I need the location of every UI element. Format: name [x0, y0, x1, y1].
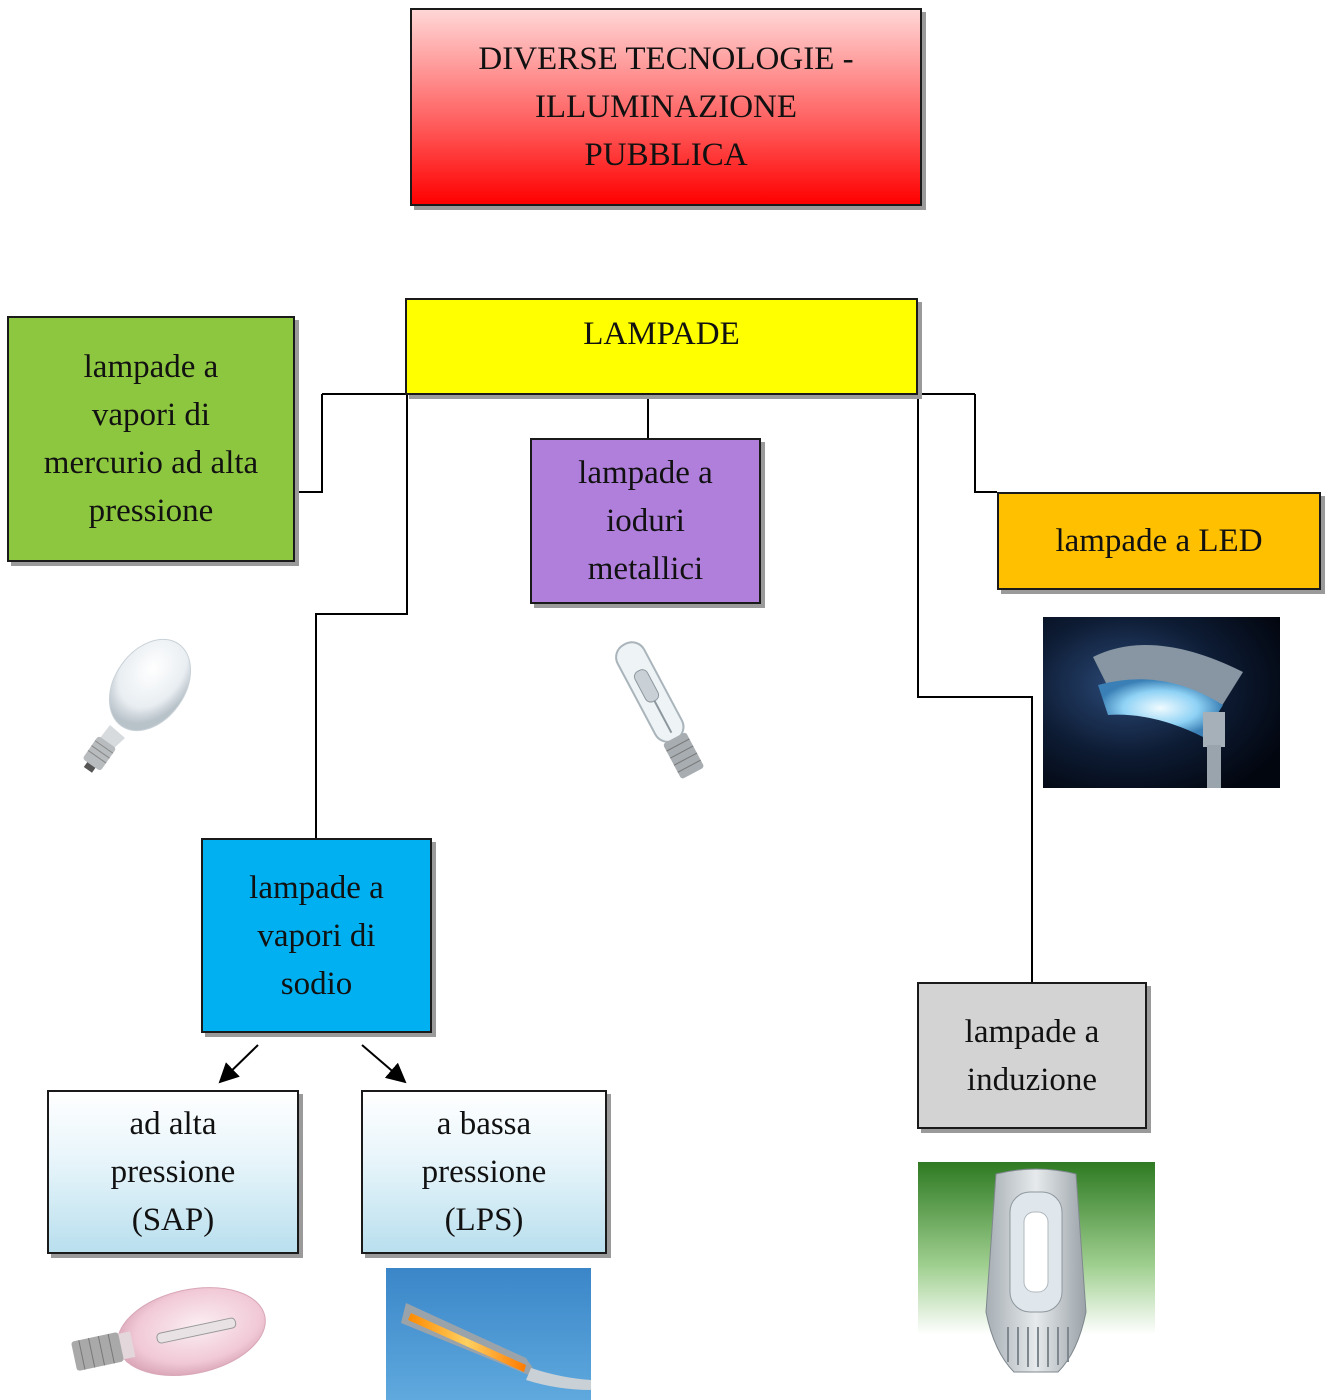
- arrow-to-sap: [218, 1044, 259, 1084]
- node-sap: ad alta pressione (SAP): [47, 1090, 299, 1254]
- high-pressure-sodium-bulb-photo: [71, 1287, 266, 1377]
- node-ioduri: lampade a ioduri metallici: [530, 438, 761, 604]
- diagram-title: DIVERSE TECNOLOGIE - ILLUMINAZIONE PUBBL…: [478, 41, 854, 173]
- node-ioduri-label: lampade a ioduri metallici: [578, 455, 713, 587]
- mercury-vapor-bulb-photo: [83, 638, 192, 773]
- node-sodio-label: lampade a vapori di sodio: [249, 869, 384, 1002]
- connector-led: [974, 394, 997, 493]
- node-induzione-label: lampade a induzione: [964, 1013, 1100, 1098]
- node-induzione: lampade a induzione: [917, 982, 1147, 1129]
- node-sodio: lampade a vapori di sodio: [201, 838, 432, 1033]
- diagram-title-box: DIVERSE TECNOLOGIE - ILLUMINAZIONE PUBBL…: [410, 8, 922, 206]
- connector-mercurio: [296, 394, 323, 493]
- low-pressure-sodium-lamp-photo: [386, 1268, 591, 1400]
- induction-street-lamp-photo: [918, 1162, 1155, 1392]
- root-node-lampade: LAMPADE: [405, 298, 918, 395]
- connector-induzione: [917, 394, 1033, 982]
- node-mercurio: lampade a vapori di mercurio ad alta pre…: [7, 316, 295, 562]
- metal-halide-bulb-photo: [615, 641, 704, 779]
- node-lps: a bassa pressione (LPS): [361, 1090, 607, 1254]
- root-node-label: LAMPADE: [583, 316, 740, 352]
- arrow-to-lps: [361, 1044, 407, 1084]
- node-mercurio-label: lampade a vapori di mercurio ad alta pre…: [43, 349, 259, 529]
- node-sap-label: ad alta pressione (SAP): [110, 1106, 236, 1238]
- node-led: lampade a LED: [997, 492, 1321, 590]
- connector-sodio: [315, 394, 408, 838]
- led-street-lamp-photo: [1043, 617, 1280, 788]
- node-led-label: lampade a LED: [1055, 523, 1263, 559]
- node-lps-label: a bassa pressione (LPS): [421, 1106, 547, 1238]
